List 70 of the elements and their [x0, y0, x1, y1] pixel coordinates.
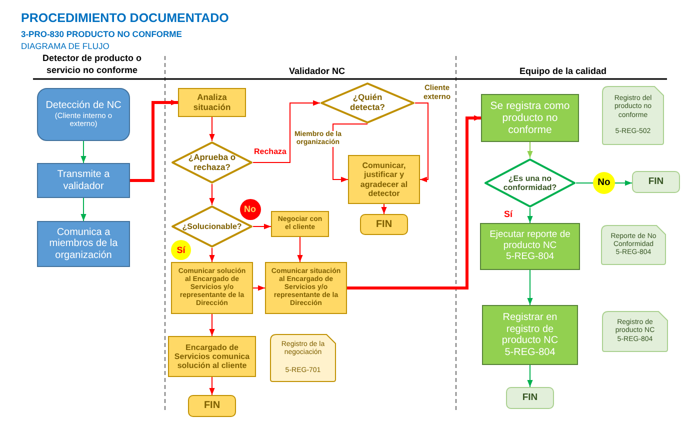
- terminal-box: [360, 214, 408, 235]
- arrow: [252, 285, 266, 291]
- step-label: Encargado de Servicios comunica solución al cliente: [173, 342, 251, 370]
- terminal-label: FIN: [376, 218, 392, 230]
- arrow: [209, 376, 215, 396]
- arrow: [527, 142, 533, 158]
- start-box: [37, 88, 130, 141]
- subtitle: 3-PRO-830 PRODUCTO NO CONFORME: [21, 29, 182, 40]
- arrow: [130, 100, 178, 182]
- edge-label: Sí: [504, 209, 513, 220]
- arrow: [297, 236, 303, 262]
- decision-label: ¿Es una no conformidad?: [502, 174, 558, 192]
- process-box: [481, 94, 579, 142]
- process-box: [168, 336, 256, 377]
- document-shape: [602, 311, 668, 352]
- arrow: [80, 198, 86, 222]
- arrow: [80, 140, 86, 164]
- arrow: [381, 204, 387, 214]
- arrow: [209, 314, 215, 336]
- process-box: [480, 223, 580, 270]
- title: PROCEDIMIENTO DOCUMENTADO: [21, 11, 229, 26]
- terminal-box: [632, 171, 680, 193]
- decision-label: ¿Quién detecta?: [349, 93, 386, 113]
- lane-header: Equipo de la calidad: [518, 66, 608, 78]
- process-box: [265, 262, 347, 314]
- edge-label: Sí: [171, 240, 191, 260]
- decision-diamond: [171, 141, 253, 184]
- edge-label: Rechaza: [254, 147, 286, 156]
- arrow: [252, 224, 272, 230]
- process-box: [171, 262, 253, 314]
- arrow: [347, 115, 481, 290]
- arrow: [209, 116, 215, 142]
- terminal-label: FIN: [648, 176, 664, 188]
- arrow: [252, 100, 320, 163]
- subtitle: DIAGRAMA DE FLUJO: [21, 41, 110, 52]
- lane-header: Detector de producto o servicio no conforme: [41, 53, 142, 76]
- arrow: [414, 102, 428, 182]
- arrow: [527, 270, 533, 306]
- document-shape: [601, 225, 666, 265]
- terminal-label: FIN: [522, 392, 538, 404]
- process-box: [37, 221, 130, 267]
- document-shape: [270, 334, 336, 382]
- process-box: [271, 211, 329, 237]
- step-label: Registrar en registro de producto NC 5-REG-804: [500, 312, 560, 358]
- edge-label: No: [240, 198, 260, 220]
- step-label: Ejecutar reporte de producto NC 5-REG-804: [488, 230, 572, 263]
- process-box: [178, 88, 246, 117]
- process-box: [482, 305, 578, 365]
- arrow: [209, 248, 215, 262]
- arrow: [527, 208, 533, 224]
- arrow: [209, 184, 215, 206]
- step-label: Detección de NC: [46, 100, 122, 112]
- process-box: [37, 163, 130, 198]
- decision-diamond: [320, 82, 415, 124]
- step-label: Analiza situación: [192, 92, 232, 112]
- edge-label: No: [593, 172, 615, 194]
- step-label: Se registra como producto no conforme: [489, 100, 571, 136]
- terminal-box: [506, 387, 554, 409]
- step-label: Comunicar, justificar y agradecer al detector: [359, 161, 409, 198]
- decision-label: ¿Solucionable?: [182, 222, 242, 232]
- step-label: Comunica a miembros de la organización: [48, 226, 119, 262]
- terminal-label: FIN: [204, 400, 220, 412]
- decision-diamond: [484, 158, 576, 208]
- decision-label: ¿Aprueba o rechaza?: [187, 152, 237, 172]
- lane-header: Validador NC: [288, 66, 346, 78]
- step-label: Transmite a validador: [56, 169, 111, 192]
- arrow: [527, 364, 533, 388]
- document-shape: [602, 86, 664, 145]
- terminal-box: [188, 395, 236, 417]
- process-box: [348, 155, 420, 204]
